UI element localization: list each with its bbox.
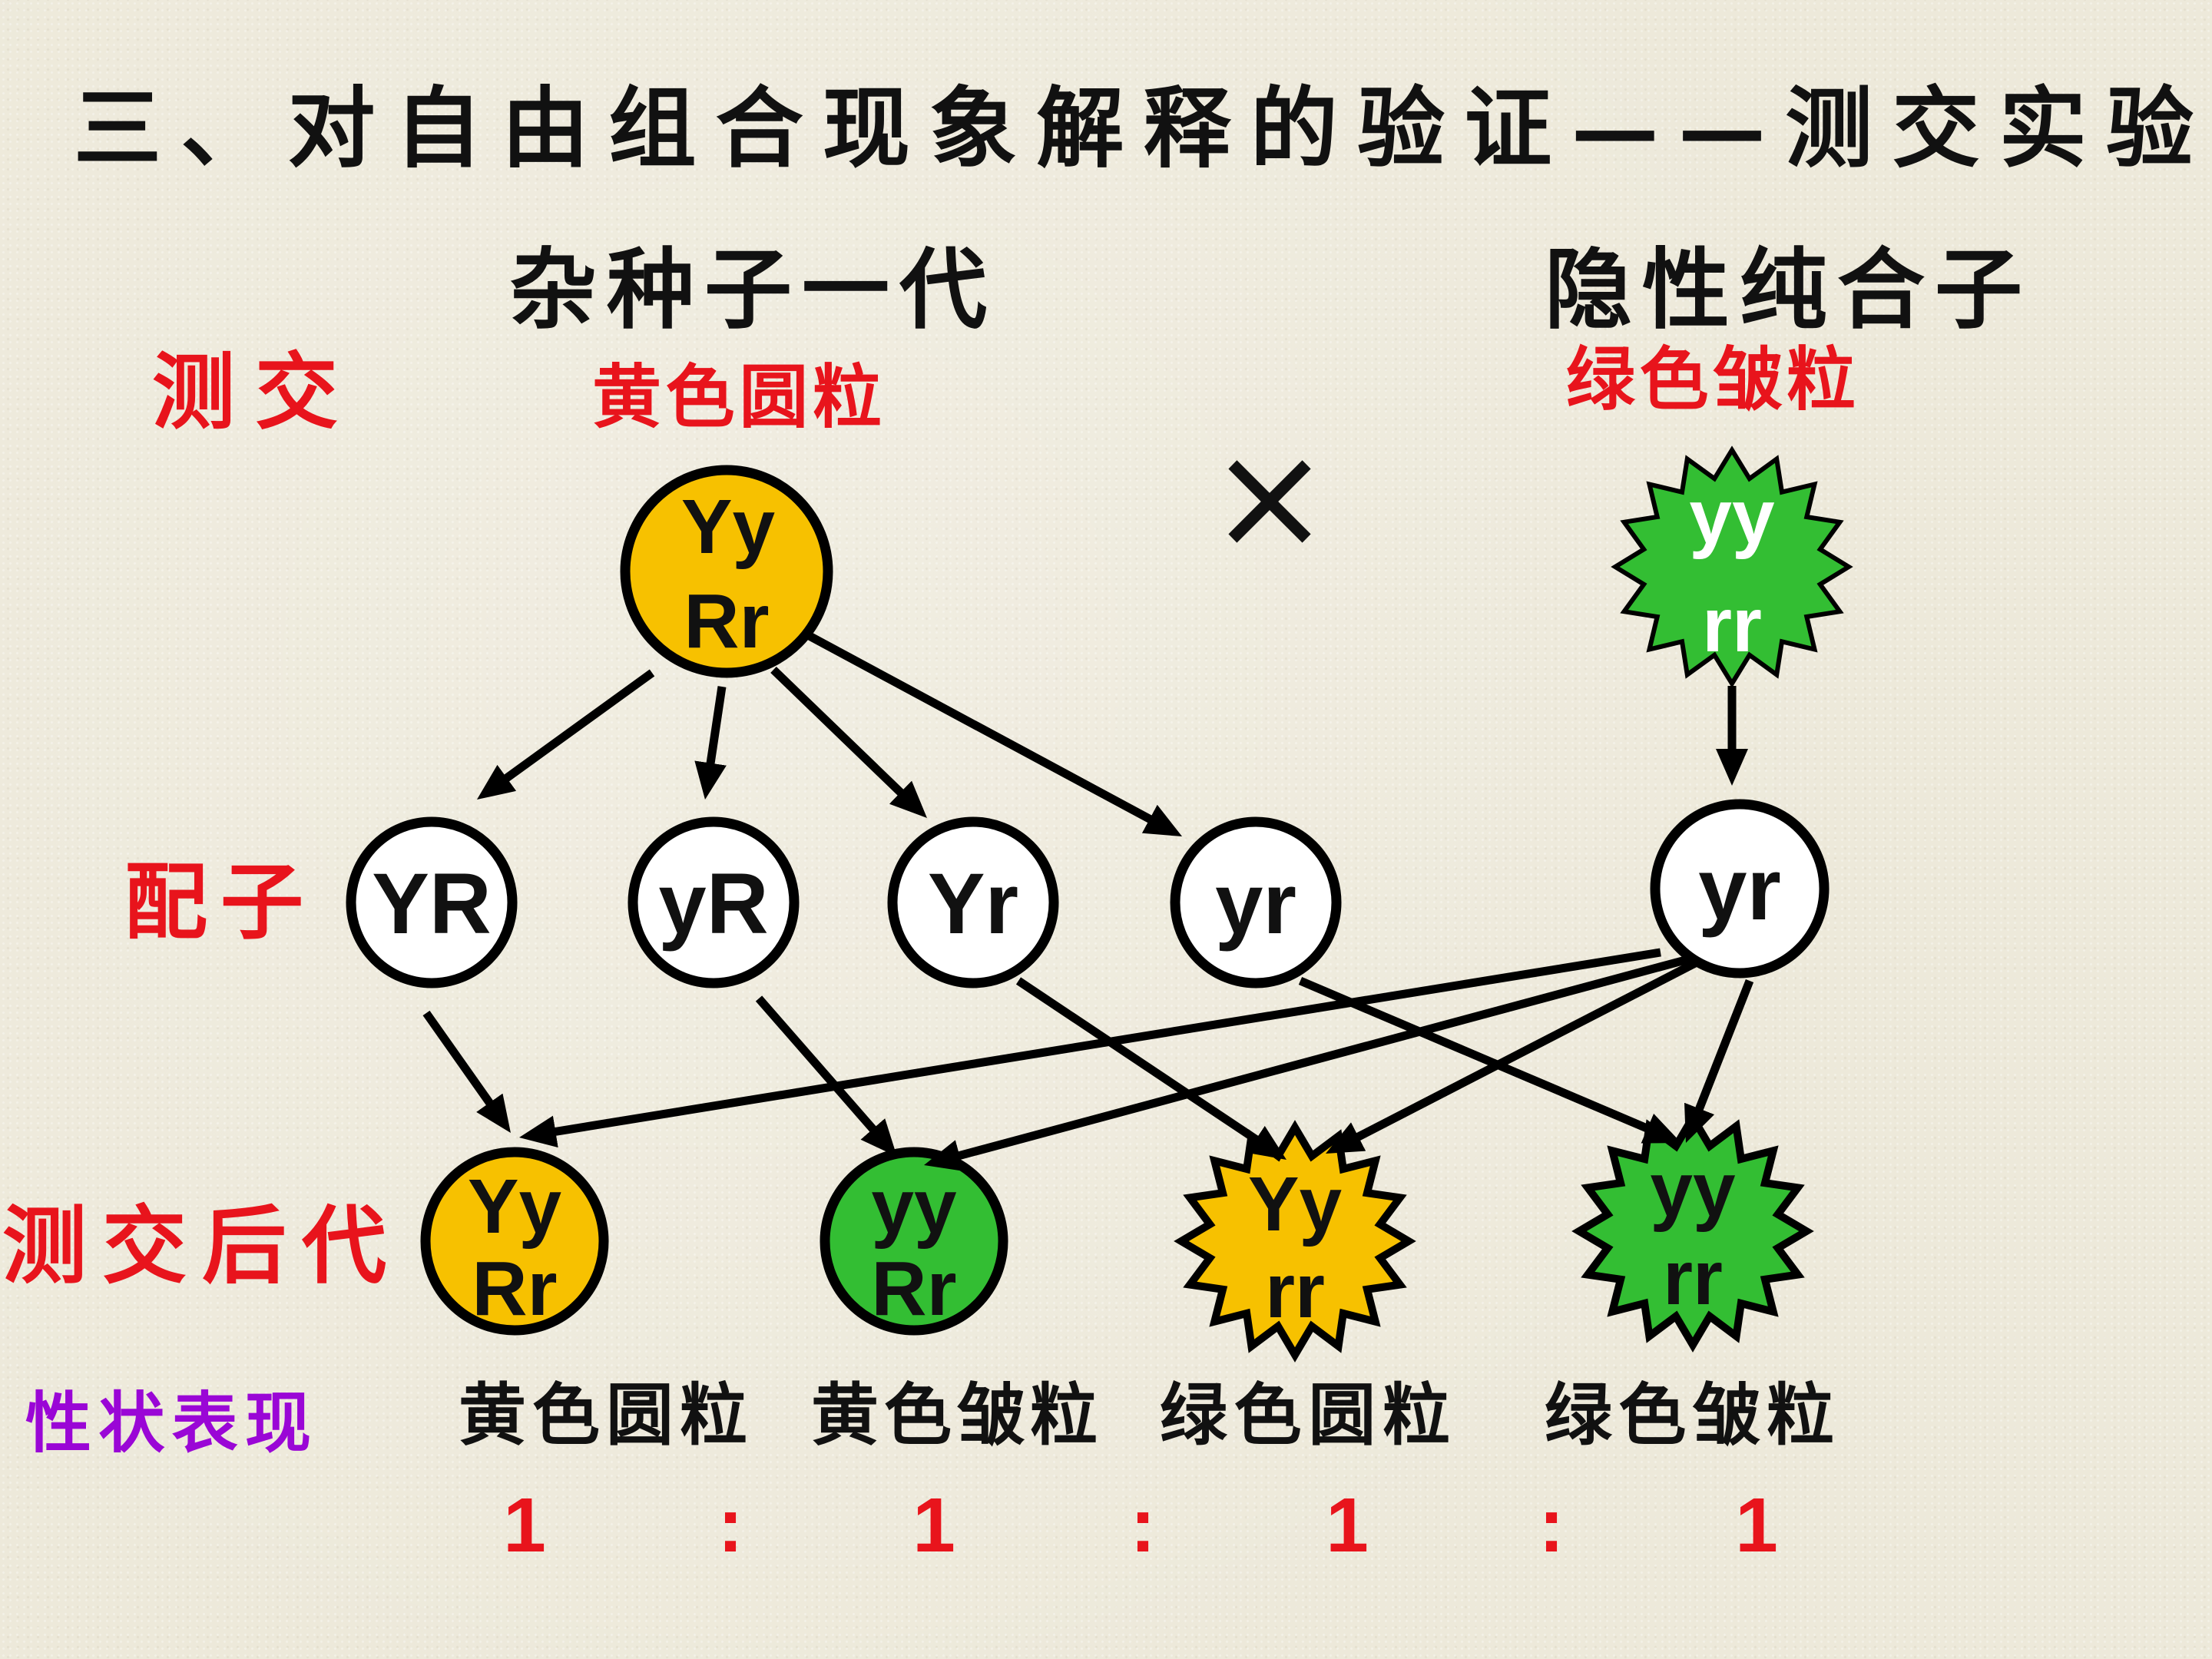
recessive-parent: yy rr	[1611, 445, 1853, 688]
arrow-recessive-yr-to-offspring-yyRr	[924, 955, 1690, 1171]
gamete-YR: YR	[346, 816, 518, 988]
segregation-ratio: 1 : 1 : 1 : 1	[503, 1482, 1778, 1568]
ratio-value: 1	[503, 1482, 546, 1568]
gamete-circle	[628, 816, 800, 988]
ratio-separator: :	[717, 1482, 743, 1568]
gamete-circle	[346, 816, 518, 988]
gametes-label: 配子	[124, 854, 303, 951]
ratio-separator: :	[1130, 1482, 1155, 1568]
slide-title: 三、对自由组合现象解释的验证——测交实验	[74, 77, 2194, 180]
recessive-parent-heading: 隐性纯合子	[1545, 238, 2022, 341]
gamete-circle	[887, 816, 1059, 988]
gamete-genotype: Yr	[928, 856, 1018, 952]
offspring-YyRr: Yy Rr	[420, 1147, 609, 1336]
genotype-line: yy	[871, 1164, 957, 1250]
wrinkled-seed-icon	[1611, 445, 1853, 688]
testcross-label: 测交	[152, 344, 338, 441]
arrow-gamete-Yr-to-offspring-Yyrr	[1015, 977, 1286, 1161]
wrinkled-seed-icon	[1571, 1110, 1814, 1353]
genotype-line: rr	[1663, 1235, 1723, 1321]
gamete-genotype: yR	[658, 856, 768, 952]
f1-phenotype-label: 黄色圆粒	[592, 356, 882, 438]
phenotype-label: 黄色圆粒	[459, 1375, 747, 1455]
gamete-genotype: yr	[1215, 856, 1296, 952]
genotype-line: Yy	[681, 484, 776, 570]
phenotype-label: 绿色圆粒	[1160, 1375, 1450, 1455]
genotype-line: yy	[1650, 1147, 1736, 1233]
gamete-yR: yR	[628, 816, 800, 988]
arrow-f1-to-gamete-Yr	[770, 667, 927, 818]
round-seed-icon	[820, 1147, 1008, 1336]
genotype-line: yy	[1689, 474, 1775, 560]
offspring-Yyrr: Yy rr	[1174, 1120, 1416, 1363]
genotype-line: rr	[1702, 582, 1762, 668]
round-seed-icon	[420, 1147, 609, 1336]
gamete-yr: yr	[1170, 816, 1342, 988]
gamete-genotype: yr	[1698, 841, 1781, 939]
f1-parent: Yy Rr	[620, 465, 833, 678]
recessive-phenotype-label: 绿色皱粒	[1566, 339, 1856, 420]
ratio-value: 1	[912, 1482, 955, 1568]
f1-parent-heading: 杂种子一代	[509, 238, 987, 341]
genotype-line: Rr	[871, 1246, 956, 1332]
arrow-recessive-yr-to-offspring-Yyrr	[1325, 959, 1699, 1154]
offspring-label: 测交后代	[2, 1197, 386, 1296]
genotype-line: Rr	[472, 1246, 557, 1332]
genotype-line: Rr	[684, 578, 769, 664]
phenotype-row-label: 性状表现	[25, 1385, 311, 1462]
phenotype-label: 黄色皱粒	[811, 1375, 1098, 1455]
arrow-f1-to-gamete-yr	[806, 631, 1183, 837]
gamete-recessive-yr: yr	[1650, 799, 1830, 979]
phenotype-label: 绿色皱粒	[1545, 1375, 1834, 1455]
genotype-line: rr	[1265, 1248, 1325, 1334]
gamete-circle	[1170, 816, 1342, 988]
arrow-gamete-YR-to-offspring-YyRr	[422, 1010, 511, 1133]
genotype-line: Yy	[468, 1164, 562, 1250]
offspring-yyRr: yy Rr	[820, 1147, 1008, 1336]
genotype-line: Yy	[1248, 1161, 1343, 1247]
cross-symbol: ×	[1208, 412, 1330, 582]
gamete-genotype: YR	[372, 856, 492, 952]
ratio-value: 1	[1735, 1482, 1778, 1568]
ratio-value: 1	[1326, 1482, 1369, 1568]
arrow-recessive-yr-to-offspring-YyRr	[518, 948, 1661, 1148]
round-seed-icon	[620, 465, 833, 678]
arrow-f1-to-gamete-YR	[476, 669, 655, 800]
offspring-yyrr: yy rr	[1571, 1110, 1814, 1353]
arrow-recessive-yr-to-offspring-yyrr	[1684, 979, 1754, 1144]
gamete-Yr: Yr	[887, 816, 1059, 988]
gamete-circle	[1650, 799, 1830, 979]
ratio-separator: :	[1538, 1482, 1564, 1568]
arrow-gamete-yR-to-offspring-yyRr	[755, 995, 897, 1157]
arrows	[422, 631, 1754, 1171]
wrinkled-seed-icon	[1174, 1120, 1416, 1363]
arrow-f1-to-gamete-yR	[694, 686, 727, 800]
